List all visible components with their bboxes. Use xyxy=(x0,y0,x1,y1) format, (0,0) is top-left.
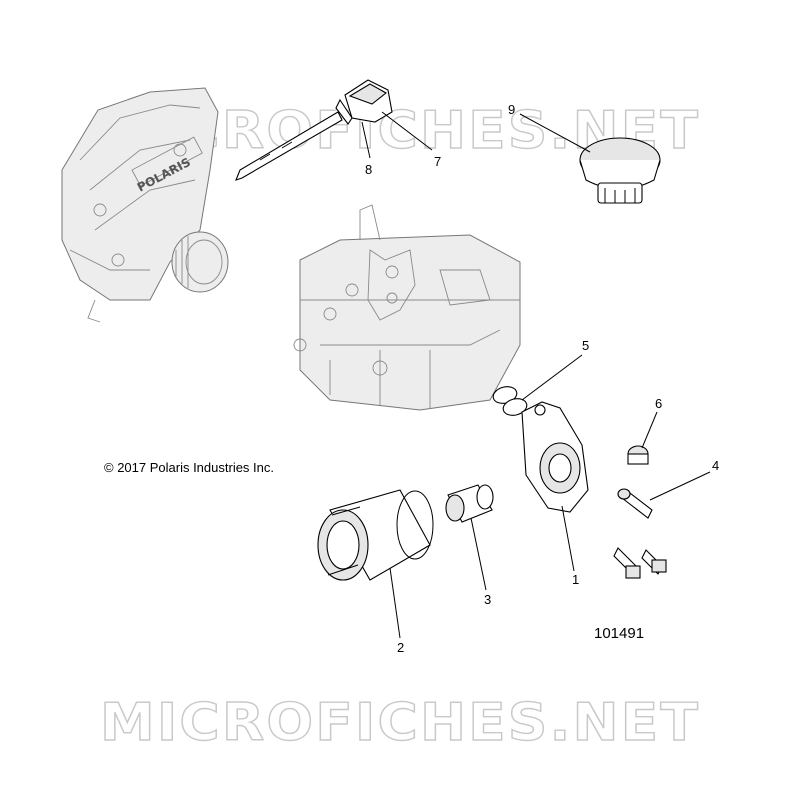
copyright-notice: © 2017 Polaris Industries Inc. xyxy=(104,460,274,475)
o-rings-part-5[interactable] xyxy=(491,384,528,418)
engine-block-illustration xyxy=(293,204,521,411)
oil-filter-part-2[interactable] xyxy=(317,489,434,581)
callout-1: 1 xyxy=(572,572,579,587)
callout-3: 3 xyxy=(484,592,491,607)
bolts-part-4[interactable] xyxy=(613,488,667,579)
callout-4: 4 xyxy=(712,458,719,473)
callout-2: 2 xyxy=(397,640,404,655)
dipstick-part-8[interactable] xyxy=(235,111,343,181)
callout-7: 7 xyxy=(434,154,441,169)
callout-6: 6 xyxy=(655,396,662,411)
dipstick-cap-part-7[interactable] xyxy=(335,79,393,125)
figure-number: 101491 xyxy=(594,625,644,642)
leader-lines xyxy=(361,111,711,639)
callout-5: 5 xyxy=(582,338,589,353)
oil-filter-adapter-part-1[interactable] xyxy=(521,401,589,513)
watermark-bottom: MICROFICHES.NET xyxy=(100,693,700,753)
callout-9: 9 xyxy=(508,102,515,117)
plug-part-6[interactable] xyxy=(627,445,649,465)
oil-filler-cap-part-9[interactable] xyxy=(579,137,661,204)
engine-cylinder-head-illustration: POLARIS xyxy=(61,87,229,323)
sleeve-part-3[interactable] xyxy=(445,484,494,523)
callout-8: 8 xyxy=(365,162,372,177)
